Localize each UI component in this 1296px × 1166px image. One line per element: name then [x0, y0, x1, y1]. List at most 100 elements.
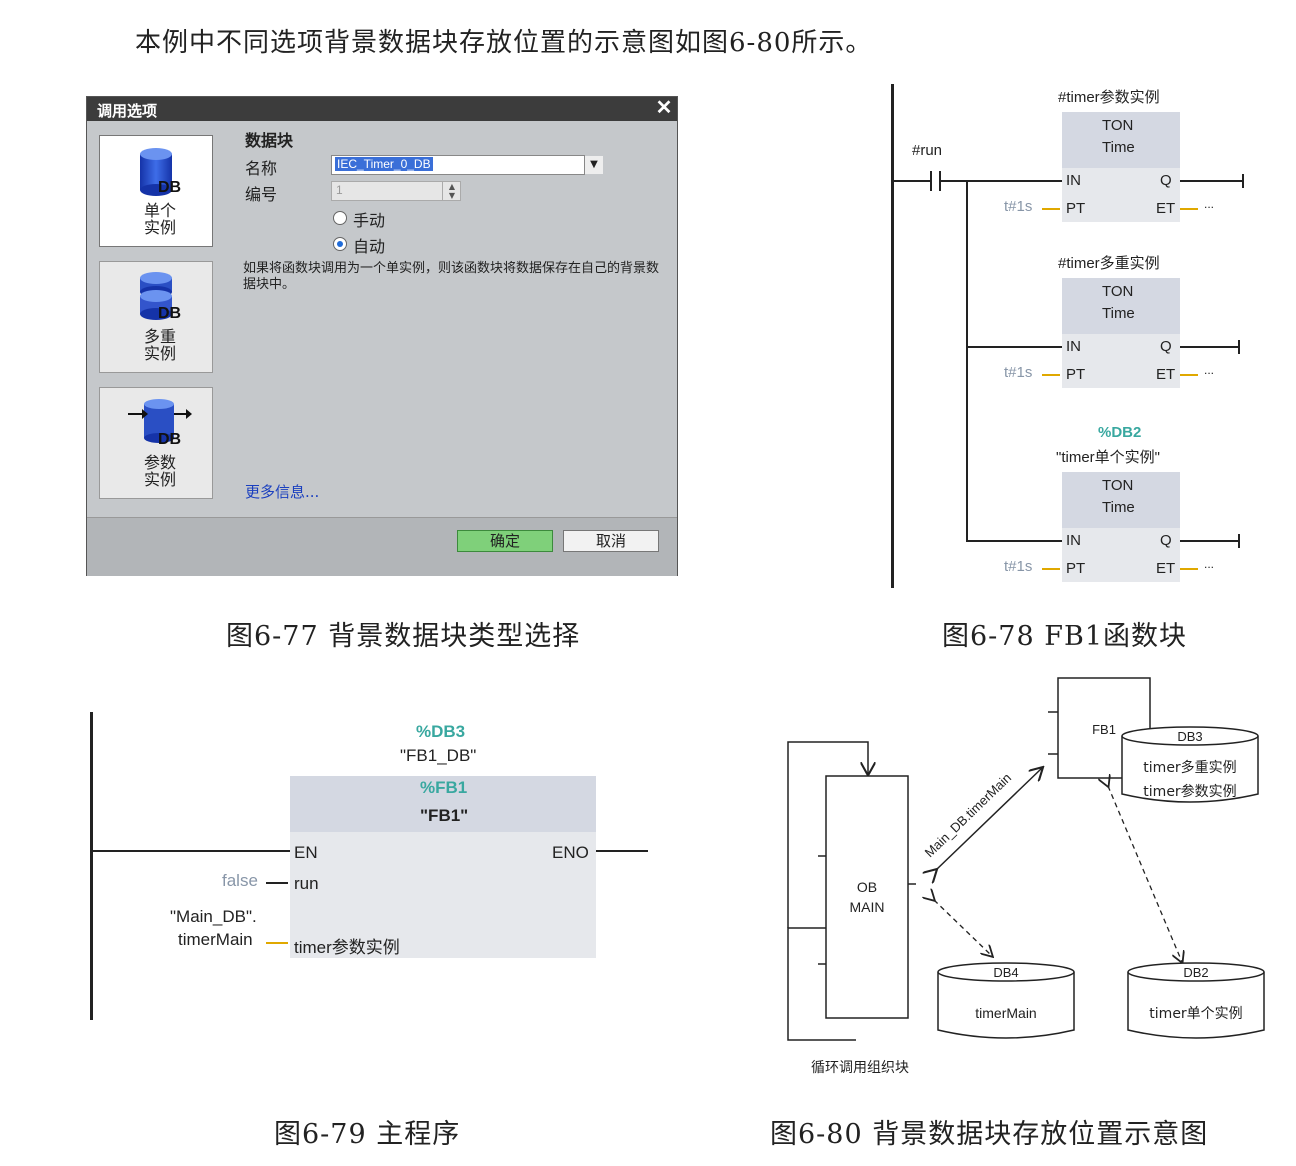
more-info-link[interactable]: 更多信息... — [245, 483, 320, 501]
loop-line-top — [787, 741, 868, 928]
rung-wire — [966, 540, 1062, 542]
pin-q: Q — [1160, 532, 1172, 549]
pt-wire — [1042, 568, 1060, 570]
ton-block-header — [1062, 278, 1180, 334]
number-label: 编号 — [245, 185, 278, 204]
pin-q: Q — [1160, 338, 1172, 355]
fig77-caption: 图6-77 背景数据块类型选择 — [226, 621, 581, 652]
parameter-instance-button[interactable]: DB 参数实例 — [99, 387, 213, 499]
chevron-down-icon[interactable]: ▼ — [584, 156, 603, 174]
ton-block-header — [1062, 472, 1180, 528]
output-end — [1238, 340, 1240, 354]
param-wire — [266, 942, 288, 944]
db4-link — [934, 900, 992, 956]
svg-text:DB2: DB2 — [1183, 965, 1208, 980]
spinner-icon[interactable]: ▲▼ — [442, 182, 461, 200]
radio-manual[interactable] — [333, 211, 347, 225]
loop-line-left — [787, 927, 856, 1041]
fig80-caption: 图6-80 背景数据块存放位置示意图 — [770, 1119, 1209, 1150]
cancel-button[interactable]: 取消 — [563, 530, 659, 552]
pin-pt: PT — [1066, 200, 1086, 217]
ton-block-body — [1062, 528, 1180, 582]
block-subtype: Time — [1102, 499, 1135, 516]
db-name-label: "FB1_DB" — [400, 746, 477, 765]
dialog-description: 如果将函数块调用为一个单实例，则该函数块将数据保存在自己的背景数据块中。 — [243, 261, 660, 292]
loop-label: 循环调用组织块 — [811, 1060, 909, 1076]
contact-label: #run — [912, 142, 943, 159]
radio-auto-label: 自动 — [353, 237, 386, 256]
rung-wire — [92, 850, 290, 852]
pin-pt: PT — [1066, 366, 1086, 383]
option-label: 多重实例 — [143, 327, 176, 363]
name-label: 名称 — [245, 159, 278, 178]
pt-wire — [1042, 374, 1060, 376]
svg-text:DB4: DB4 — [993, 965, 1018, 980]
svg-text:timer多重实例: timer多重实例 — [1143, 759, 1236, 776]
db-number-label: %DB2 — [1098, 424, 1142, 441]
svg-text:timer参数实例: timer参数实例 — [1143, 783, 1236, 800]
option-label: 单个实例 — [143, 201, 176, 237]
pin-et: ET — [1156, 200, 1176, 217]
run-wire — [266, 882, 288, 884]
db-name-value: IEC_Timer_0_DB — [335, 157, 433, 171]
rung-wire — [940, 180, 1062, 182]
fig79-caption: 图6-79 主程序 — [274, 1119, 461, 1150]
ok-button[interactable]: 确定 — [457, 530, 553, 552]
pin-q: Q — [1160, 172, 1172, 189]
db-number-value: 1 — [336, 183, 343, 197]
ob-main-label-2: MAIN — [850, 899, 885, 915]
dialog-titlebar: 调用选项 ✕ — [87, 97, 677, 121]
block-subtype: Time — [1102, 305, 1135, 322]
et-wire — [1180, 208, 1198, 210]
pin-param: timer参数实例 — [294, 938, 400, 957]
fb-block-header — [290, 776, 596, 832]
pin-in: IN — [1066, 172, 1081, 189]
param-value-line1: "Main_DB". — [170, 907, 257, 926]
multi-instance-button[interactable]: DB 多重实例 — [99, 261, 213, 373]
intro-text: 本例中不同选项背景数据块存放位置的示意图如图6-80所示。 — [135, 28, 873, 58]
db-stack-icon: DB — [140, 272, 181, 322]
et-value: ... — [1204, 557, 1215, 571]
pt-value: t#1s — [1004, 198, 1033, 215]
block-type: TON — [1102, 477, 1134, 494]
block-instance-label: "timer单个实例" — [1056, 449, 1160, 466]
call-arrow — [936, 768, 1042, 870]
output-wire — [596, 850, 648, 852]
fb-block-body — [290, 832, 596, 958]
block-instance-label: #timer参数实例 — [1058, 89, 1160, 106]
block-type: TON — [1102, 117, 1134, 134]
call-arrow-label: Main_DB.timerMain — [922, 770, 1015, 860]
option-label: 参数实例 — [143, 453, 176, 489]
ton-block-header — [1062, 112, 1180, 168]
svg-text:timerMain: timerMain — [975, 1005, 1036, 1021]
db-arrows-icon: DB — [128, 399, 192, 448]
dialog-footer: 确定 取消 — [87, 517, 677, 576]
fb1-label: FB1 — [1092, 722, 1116, 737]
ton-block-body — [1062, 334, 1180, 388]
pin-in: IN — [1066, 338, 1081, 355]
block-type: TON — [1102, 283, 1134, 300]
db-number-field[interactable]: 1 ▲▼ — [331, 181, 461, 201]
radio-auto[interactable] — [333, 237, 347, 251]
close-icon[interactable]: ✕ — [655, 97, 673, 119]
power-rail — [891, 84, 894, 588]
pin-in: IN — [1066, 532, 1081, 549]
db4-cylinder — [937, 962, 1075, 982]
svg-text:DB: DB — [158, 431, 181, 448]
et-value: ... — [1204, 197, 1215, 211]
db-name-field[interactable]: IEC_Timer_0_DB ▼ — [331, 155, 603, 175]
single-instance-button[interactable]: DB 单个实例 — [99, 135, 213, 247]
output-wire — [1180, 180, 1242, 182]
contact-left — [930, 171, 932, 191]
location-diagram: OB MAIN FB1 Main_DB.timerMain DB3 timer多… — [787, 677, 1265, 1076]
ob-main-label-1: OB — [857, 879, 877, 895]
ob-main-box — [825, 775, 909, 1019]
pin-run: run — [294, 874, 319, 893]
branch-wire — [966, 180, 968, 541]
dialog-title: 调用选项 — [97, 103, 158, 120]
pt-value: t#1s — [1004, 558, 1033, 575]
db-icon-text: DB — [158, 179, 181, 196]
rung-wire — [893, 180, 931, 182]
db-number-label: %DB3 — [416, 722, 466, 741]
output-wire — [1180, 540, 1238, 542]
